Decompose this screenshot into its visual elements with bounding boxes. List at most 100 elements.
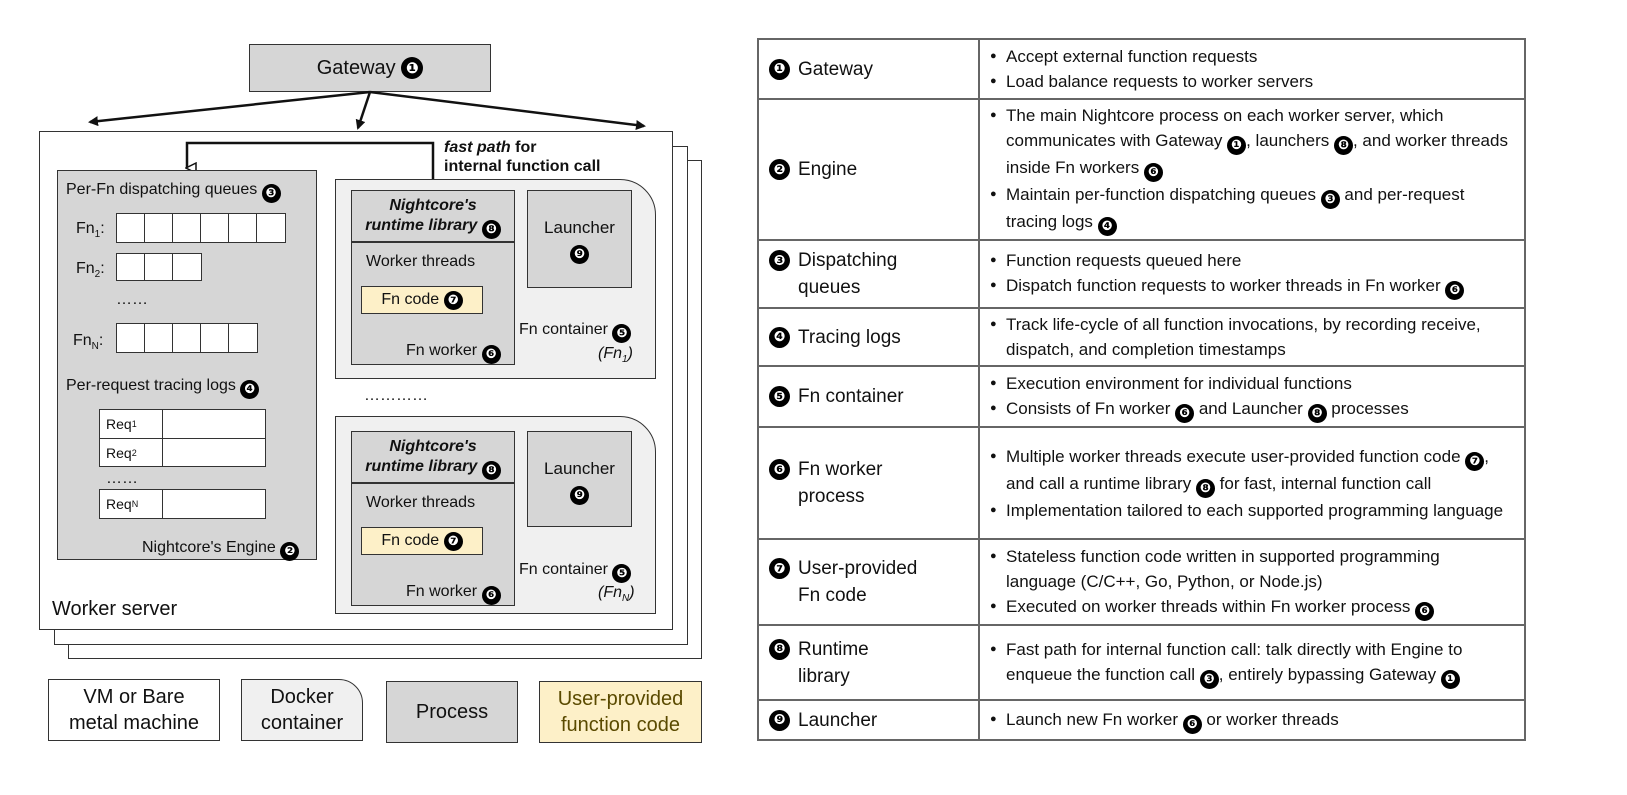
runtime-library-top-divider <box>351 241 515 243</box>
bullet-text: Fast path for internal function call: ta… <box>1006 637 1514 689</box>
engine-label-text: Nightcore's Engine <box>142 539 276 556</box>
arrow-gateway-center <box>355 91 372 130</box>
reference-number-icon: ❸ <box>1320 190 1340 209</box>
logs-title: Per-request tracing logs ❹ <box>66 376 260 399</box>
log-ellipsis: …… <box>106 470 138 487</box>
bullet-text: Maintain per-function dispatching queues… <box>1006 182 1514 236</box>
bullet-text: The main Nightcore process on each worke… <box>1006 103 1514 182</box>
gateway-label: Gateway <box>316 56 396 79</box>
bullet-text-part: The main Nightcore process on each worke… <box>1006 106 1444 150</box>
launcher-top <box>527 190 632 288</box>
component-name-line1: User-provided <box>798 558 918 579</box>
component-name-line1: Fn worker <box>798 459 883 480</box>
reference-number-icon: ❽ <box>1307 403 1327 423</box>
engine-label: Nightcore's Engine ❷ <box>142 538 300 561</box>
fn-code-bottom-label: Fn code <box>381 532 440 549</box>
reference-number-icon: ❸ <box>1199 669 1219 689</box>
queue-fnN <box>116 323 258 353</box>
bullet-icon: ● <box>990 401 997 414</box>
component-name-line2: process <box>798 486 865 507</box>
description-bullet: ● Dispatch function requests to worker th… <box>990 273 1514 300</box>
component-number-icon: ❸ <box>769 250 790 271</box>
launcher-top-number-icon: ❾ <box>570 245 589 264</box>
fn-worker-bottom-number-icon: ❻ <box>481 586 501 605</box>
component-name-line1: Runtime <box>798 638 869 660</box>
description-bullet: ●Accept external function requests <box>990 44 1514 69</box>
bullet-icon: ● <box>990 188 997 200</box>
component-name-line1: Tracing logs <box>798 326 901 348</box>
bullet-text-part: Accept external function requests <box>1006 47 1258 66</box>
bullet-text-part: Executed on worker threads within Fn wor… <box>1006 596 1416 616</box>
bullet-text-part: Multiple worker threads execute user-pro… <box>1006 446 1466 466</box>
bullet-icon: ● <box>990 712 997 725</box>
bullet-text: Stateless function code written in suppo… <box>1006 544 1514 594</box>
bullet-text: Implementation tailored to each supporte… <box>1006 498 1503 523</box>
launcher-bottom-number-icon: ❾ <box>570 486 589 505</box>
runtime-library-top-line2: runtime library <box>365 217 478 234</box>
fn-worker-bottom-label: Fn worker ❻ <box>406 582 501 605</box>
bullet-icon: ● <box>990 279 997 291</box>
reference-number-icon: ❶ <box>1227 136 1247 155</box>
description-bullet: ●Track life-cycle of all function invoca… <box>990 312 1514 362</box>
description-bullet: ● Launch new Fn worker ❻ or worker thread… <box>990 707 1514 734</box>
component-name-line1: Dispatching <box>798 250 898 271</box>
bullet-text-part: or worker threads <box>1201 709 1339 729</box>
component-number-icon: ❶ <box>769 58 790 80</box>
description-bullet: ●Stateless function code written in supp… <box>990 544 1514 594</box>
bullet-text-part: Fast path for internal function call: ta… <box>1006 639 1463 684</box>
gateway-number-icon: ❶ <box>401 57 424 79</box>
bullet-text-part: and Launcher <box>1194 398 1308 418</box>
fn-container-bottom-name: (FnN) <box>598 584 635 605</box>
containers-ellipsis: ………… <box>364 387 428 404</box>
reference-number-icon: ❻ <box>1415 601 1435 621</box>
bullet-text: Executed on worker threads within Fn wor… <box>1006 594 1435 621</box>
component-name-line1: Fn container <box>798 386 904 407</box>
component-row: ❹ Tracing logs ●Track life-cycle of all fu… <box>757 307 1526 367</box>
fast-path-line <box>187 141 435 190</box>
runtime-library-top-line1: Nightcore's <box>389 197 477 214</box>
component-name-line1: Engine <box>798 159 858 180</box>
bullet-text: Function requests queued here <box>1006 248 1241 273</box>
worker-threads-bottom-label: Worker threads <box>366 494 476 511</box>
bullet-text-part: Launch new Fn worker <box>1006 709 1183 729</box>
fast-path-label: fast path for internal function call <box>444 138 600 176</box>
runtime-library-bottom-divider <box>351 482 515 484</box>
bullet-text-part: Execution environment for individual fun… <box>1006 373 1352 393</box>
reference-number-icon: ❻ <box>1182 714 1202 734</box>
reference-number-icon: ❻ <box>1445 281 1465 300</box>
bullet-text: Dispatch function requests to worker thr… <box>1006 273 1465 300</box>
component-description-cell: ●Stateless function code written in supp… <box>978 538 1526 626</box>
component-name-line2: library <box>798 665 850 687</box>
component-row: ❺ Fn container ● Execution environment for … <box>757 365 1526 428</box>
bullet-text-part: , and call a runtime library <box>1006 446 1489 493</box>
component-number-icon: ❹ <box>769 326 790 348</box>
bullet-text-part: , launchers <box>1246 131 1334 150</box>
component-number-icon: ❼ <box>769 558 790 579</box>
reference-number-icon: ❶ <box>1440 669 1460 689</box>
bullet-text-part: Stateless function code written in suppo… <box>1006 546 1440 591</box>
bullet-text-part: Implementation tailored to each supporte… <box>1006 500 1504 520</box>
fn-container-bottom-number-icon: ❺ <box>612 564 632 583</box>
bullet-icon: ● <box>990 75 997 87</box>
component-number-icon: ❺ <box>769 386 790 407</box>
fn-code-top-label: Fn code <box>381 291 440 308</box>
component-description-cell: ●Track life-cycle of all function invoca… <box>978 307 1526 367</box>
queue-label-fnN: FnN: <box>73 332 104 353</box>
description-bullet: ●Function requests queued here <box>990 248 1514 273</box>
component-name-cell: ❺ Fn container <box>757 365 980 428</box>
bullet-icon: ● <box>990 109 997 121</box>
